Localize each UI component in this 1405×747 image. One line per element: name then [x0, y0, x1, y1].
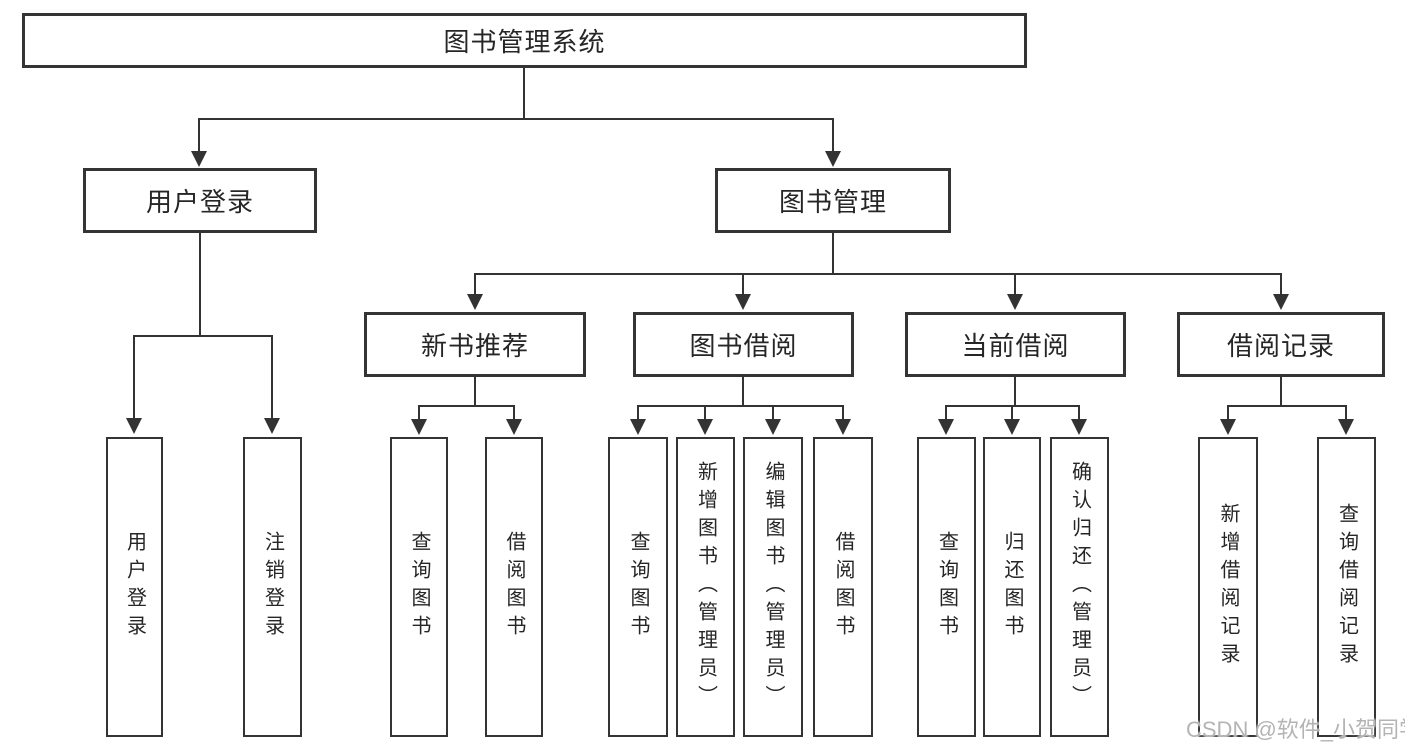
connector-user-login-hline: [133, 335, 273, 337]
connector-drop-nb-query: [418, 405, 420, 420]
node-current-borrow: 当前借阅: [905, 312, 1126, 377]
leaf-bb-query-books-label: 查询图书: [627, 531, 649, 643]
arrowhead-br-query-icon: [1338, 419, 1354, 435]
node-book-borrow: 图书借阅: [633, 312, 854, 377]
leaf-cb-return-books-label: 归还图书: [1001, 531, 1023, 643]
node-book-management: 图书管理: [715, 168, 951, 233]
leaf-nb-borrow-books-label: 借阅图书: [503, 531, 525, 643]
arrowhead-nb-query-icon: [411, 419, 427, 435]
connector-drop-new-book: [474, 273, 476, 295]
leaf-bb-query-books: 查询图书: [608, 437, 668, 737]
leaf-br-query-record-label: 查询借阅记录: [1335, 503, 1358, 671]
connector-current-borrow-stem: [1014, 377, 1016, 405]
node-borrow-records: 借阅记录: [1177, 312, 1385, 377]
leaf-br-add-record: 新增借阅记录: [1198, 437, 1258, 737]
leaf-user-login-label: 用户登录: [123, 531, 146, 643]
connector-drop-leaf-login: [133, 335, 135, 419]
connector-book-management-stem: [832, 233, 834, 273]
arrowhead-current-borrow-icon: [1007, 294, 1023, 310]
connector-drop-br-add: [1227, 405, 1229, 420]
leaf-cb-return-books: 归还图书: [983, 437, 1041, 737]
connector-borrow-records-hline: [1227, 405, 1347, 407]
leaf-bb-add-books-admin-label: 新增图书（管理员）: [694, 461, 717, 713]
node-root-label: 图书管理系统: [443, 27, 606, 57]
connector-drop-bb-query: [637, 405, 639, 420]
arrowhead-cb-query-icon: [938, 419, 954, 435]
arrowhead-book-management-icon: [825, 151, 841, 167]
leaf-bb-borrow-books: 借阅图书: [813, 437, 873, 737]
connector-drop-current-borrow: [1014, 273, 1016, 295]
leaf-bb-edit-books-admin: 编辑图书（管理员）: [743, 437, 803, 737]
connector-drop-cb-confirm: [1078, 405, 1080, 420]
node-root-library-system: 图书管理系统: [22, 13, 1027, 68]
leaf-cb-query-books: 查询图书: [917, 437, 976, 737]
connector-root-stem: [523, 68, 525, 118]
leaf-cb-confirm-return-admin-label: 确认归还（管理员）: [1068, 461, 1091, 713]
connector-drop-book-borrow: [742, 273, 744, 295]
leaf-bb-add-books-admin: 新增图书（管理员）: [676, 437, 735, 737]
connector-new-book-stem: [474, 377, 476, 405]
node-user-login: 用户登录: [83, 168, 317, 233]
leaf-user-login: 用户登录: [106, 437, 163, 737]
arrowhead-nb-borrow-icon: [506, 419, 522, 435]
connector-drop-user-login: [198, 118, 200, 152]
arrowhead-cb-return-icon: [1004, 419, 1020, 435]
connector-user-login-stem: [199, 233, 201, 335]
arrowhead-book-borrow-icon: [735, 294, 751, 310]
connector-drop-bb-edit: [772, 405, 774, 420]
connector-level3-hline: [474, 273, 1282, 275]
arrowhead-borrow-records-icon: [1273, 294, 1289, 310]
connector-drop-cb-query: [945, 405, 947, 420]
arrowhead-leaf-logout-icon: [264, 418, 280, 434]
arrowhead-leaf-login-icon: [126, 418, 142, 434]
leaf-nb-borrow-books: 借阅图书: [485, 437, 543, 737]
leaf-bb-borrow-books-label: 借阅图书: [832, 531, 854, 643]
leaf-cb-query-books-label: 查询图书: [935, 531, 958, 643]
connector-drop-leaf-logout: [271, 335, 273, 419]
node-new-book-recommend: 新书推荐: [364, 312, 586, 377]
connector-drop-book-management: [832, 118, 834, 152]
arrowhead-new-book-icon: [467, 294, 483, 310]
arrowhead-bb-query-icon: [630, 419, 646, 435]
node-book-borrow-label: 图书借阅: [689, 331, 798, 361]
leaf-logout-login: 注销登录: [243, 437, 302, 737]
arrowhead-br-add-icon: [1220, 419, 1236, 435]
node-borrow-records-label: 借阅记录: [1226, 331, 1335, 361]
node-user-login-label: 用户登录: [145, 187, 254, 217]
node-book-management-label: 图书管理: [778, 187, 887, 217]
node-new-book-recommend-label: 新书推荐: [420, 331, 529, 361]
arrowhead-cb-confirm-icon: [1071, 419, 1087, 435]
connector-drop-borrow-records: [1280, 273, 1282, 295]
leaf-bb-edit-books-admin-label: 编辑图书（管理员）: [762, 461, 784, 713]
connector-drop-nb-borrow: [513, 405, 515, 420]
leaf-br-query-record: 查询借阅记录: [1317, 437, 1376, 737]
connector-new-book-hline: [418, 405, 515, 407]
connector-book-borrow-stem: [742, 377, 744, 405]
arrowhead-bb-edit-icon: [765, 419, 781, 435]
connector-drop-bb-borrow: [842, 405, 844, 420]
leaf-cb-confirm-return-admin: 确认归还（管理员）: [1050, 437, 1109, 737]
node-current-borrow-label: 当前借阅: [961, 331, 1070, 361]
leaf-br-add-record-label: 新增借阅记录: [1217, 503, 1239, 671]
connector-drop-bb-add: [704, 405, 706, 420]
arrowhead-user-login-icon: [191, 151, 207, 167]
leaf-nb-query-books: 查询图书: [390, 437, 448, 737]
connector-borrow-records-stem: [1280, 377, 1282, 405]
csdn-watermark: CSDN @软件_小贺同学: [1186, 717, 1405, 742]
arrowhead-bb-add-icon: [697, 419, 713, 435]
leaf-logout-login-label: 注销登录: [261, 531, 284, 643]
connector-book-borrow-hline: [637, 405, 844, 407]
leaf-nb-query-books-label: 查询图书: [408, 531, 430, 643]
connector-drop-cb-return: [1011, 405, 1013, 420]
connector-level1-hline: [198, 118, 834, 120]
connector-drop-br-query: [1345, 405, 1347, 420]
arrowhead-bb-borrow-icon: [835, 419, 851, 435]
